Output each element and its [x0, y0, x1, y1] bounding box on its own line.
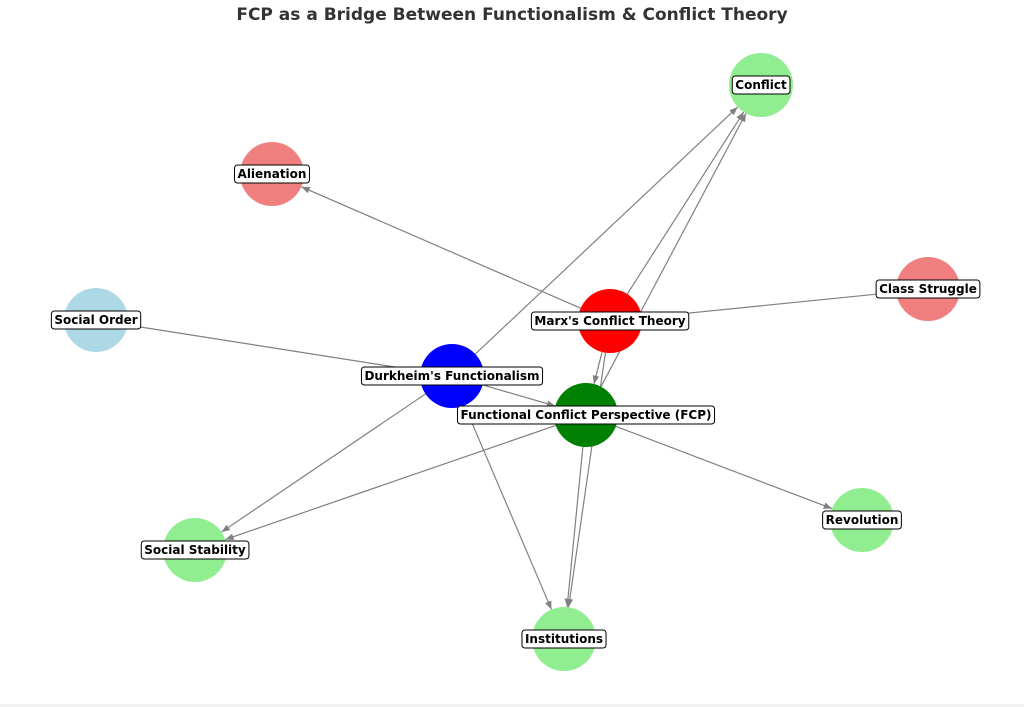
node-label-institutions: Institutions	[521, 629, 607, 649]
edge-durkheim-to-social-stability	[221, 393, 426, 533]
node-label-conflict: Conflict	[731, 75, 791, 95]
edge-durkheim-to-conflict	[474, 106, 739, 355]
edge-marx-to-alienation	[301, 186, 581, 309]
node-label-box	[875, 279, 981, 299]
bottom-divider	[0, 704, 1024, 707]
edge-social-order-to-durkheim	[127, 324, 421, 374]
node-label-text: Institutions	[525, 632, 603, 646]
node-label-text: Marx's Conflict Theory	[534, 314, 685, 328]
node-label-revolution: Revolution	[822, 510, 902, 530]
node-label-box	[822, 510, 902, 530]
node-label-text: Revolution	[826, 513, 899, 527]
node-label-marx: Marx's Conflict Theory	[530, 311, 690, 331]
node-label-social-order: Social Order	[50, 310, 142, 330]
edge-fcp-to-institutions	[564, 446, 584, 608]
node-label-class-struggle: Class Struggle	[875, 279, 981, 299]
edge-fcp-to-revolution	[615, 425, 833, 510]
node-label-alienation: Alienation	[234, 164, 310, 184]
node-label-text: Conflict	[735, 78, 787, 92]
node-label-fcp: Functional Conflict Perspective (FCP)	[456, 405, 716, 425]
node-label-box	[530, 311, 690, 331]
node-label-text: Durkheim's Functionalism	[364, 369, 539, 383]
node-label-text: Alienation	[238, 167, 307, 181]
node-label-text: Social Order	[54, 313, 137, 327]
node-label-durkheim: Durkheim's Functionalism	[360, 366, 544, 386]
edge-durkheim-to-fcp	[482, 384, 556, 407]
node-label-text: Social Stability	[144, 543, 246, 557]
edge-durkheim-to-institutions	[463, 405, 553, 610]
edge-marx-to-fcp	[592, 351, 603, 385]
node-label-box	[456, 405, 716, 425]
node-label-box	[234, 164, 310, 184]
node-label-text: Functional Conflict Perspective (FCP)	[460, 408, 711, 422]
edge-marx-to-conflict	[626, 111, 745, 295]
diagram-title: FCP as a Bridge Between Functionalism & …	[236, 5, 788, 25]
node-label-box	[50, 310, 142, 330]
node-label-box	[140, 540, 250, 560]
node-label-box	[360, 366, 544, 386]
edge-fcp-to-social-stability	[225, 424, 556, 541]
node-label-box	[731, 75, 791, 95]
node-label-box	[521, 629, 607, 649]
node-label-text: Class Struggle	[879, 282, 977, 296]
node-label-social-stability: Social Stability	[140, 540, 250, 560]
